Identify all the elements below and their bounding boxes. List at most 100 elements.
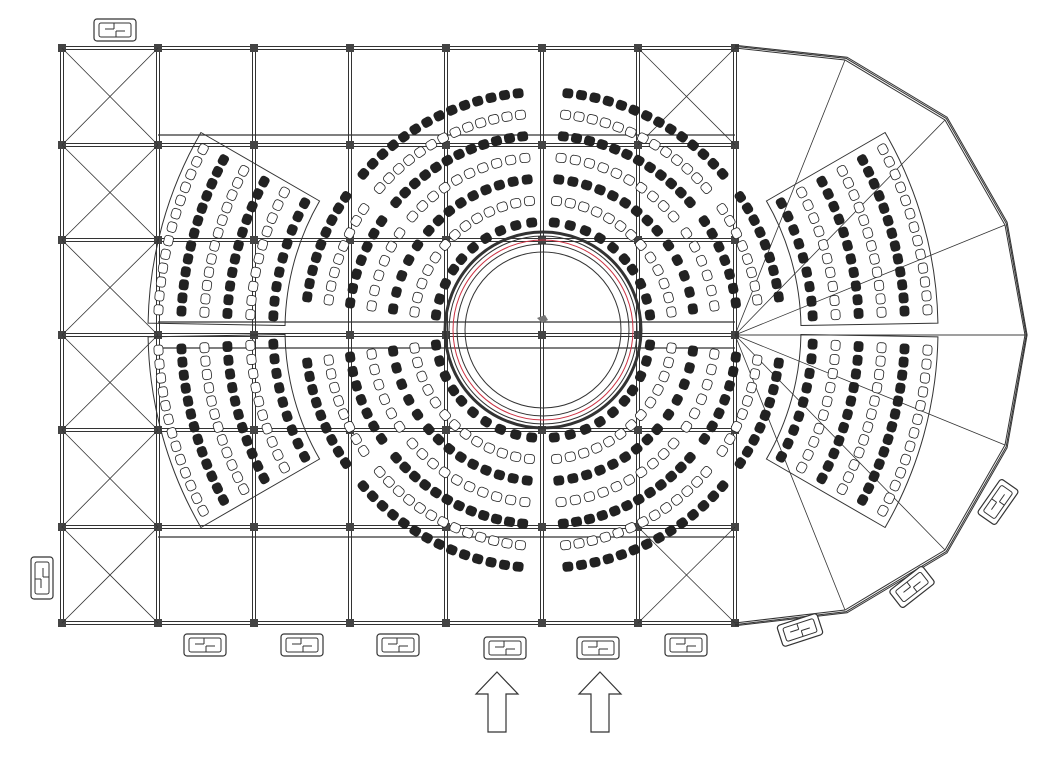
seat bbox=[570, 133, 583, 144]
column bbox=[442, 44, 450, 52]
seat bbox=[817, 239, 829, 251]
seat bbox=[445, 104, 458, 116]
seat bbox=[615, 549, 628, 561]
seat bbox=[357, 445, 370, 457]
seat bbox=[182, 253, 194, 265]
doors bbox=[30, 18, 1019, 660]
seat bbox=[206, 253, 217, 265]
seat bbox=[439, 409, 451, 421]
seat bbox=[848, 189, 860, 201]
seat bbox=[782, 437, 794, 450]
column bbox=[538, 44, 546, 52]
seat bbox=[833, 434, 845, 447]
seat bbox=[201, 190, 213, 202]
seat bbox=[286, 424, 298, 436]
seat bbox=[608, 143, 621, 155]
seat bbox=[403, 154, 415, 166]
seat bbox=[462, 121, 474, 133]
brace bbox=[637, 47, 736, 146]
seat bbox=[443, 443, 456, 455]
seat bbox=[510, 429, 522, 440]
seat bbox=[369, 284, 380, 297]
seat bbox=[662, 239, 675, 252]
seat bbox=[419, 479, 432, 491]
seat bbox=[596, 509, 609, 521]
seat bbox=[329, 266, 340, 279]
column bbox=[250, 426, 258, 434]
seat bbox=[644, 339, 656, 351]
seat bbox=[615, 99, 628, 111]
seat bbox=[856, 494, 869, 506]
seat bbox=[350, 433, 362, 445]
seat bbox=[850, 280, 862, 292]
seat bbox=[730, 227, 743, 240]
seat bbox=[397, 517, 410, 529]
seat bbox=[663, 356, 674, 369]
seat bbox=[250, 266, 261, 279]
seat bbox=[676, 517, 689, 529]
seat bbox=[378, 254, 391, 267]
seat bbox=[258, 175, 270, 188]
seat bbox=[667, 437, 680, 450]
seat bbox=[185, 479, 197, 492]
seat bbox=[385, 407, 398, 420]
seat bbox=[897, 279, 908, 291]
seat bbox=[238, 483, 250, 496]
seat bbox=[455, 394, 468, 407]
seat bbox=[912, 413, 923, 426]
seat bbox=[206, 177, 218, 190]
seat bbox=[583, 513, 596, 525]
seat bbox=[618, 394, 631, 407]
seat bbox=[821, 252, 833, 265]
seat bbox=[166, 221, 178, 233]
seat bbox=[366, 300, 377, 312]
seat bbox=[248, 280, 259, 293]
seat bbox=[701, 269, 713, 282]
seat bbox=[467, 406, 479, 419]
seat bbox=[519, 152, 531, 164]
seat bbox=[250, 381, 261, 394]
seat bbox=[564, 197, 576, 209]
seat bbox=[687, 303, 699, 315]
seat bbox=[607, 190, 619, 202]
seat bbox=[579, 423, 592, 435]
seat bbox=[687, 139, 699, 152]
seat bbox=[430, 339, 442, 351]
seat bbox=[895, 181, 907, 194]
column bbox=[346, 523, 354, 531]
seat bbox=[421, 116, 433, 128]
column bbox=[634, 331, 642, 339]
seat bbox=[437, 516, 449, 528]
seat bbox=[657, 448, 670, 460]
seat bbox=[433, 110, 446, 122]
seat bbox=[594, 464, 606, 476]
seat bbox=[569, 154, 581, 166]
seat bbox=[257, 409, 269, 421]
seat bbox=[387, 345, 399, 357]
seat bbox=[447, 263, 460, 276]
seat bbox=[174, 453, 186, 466]
seat bbox=[203, 382, 215, 394]
seat bbox=[409, 306, 420, 318]
seat bbox=[684, 286, 695, 298]
seat bbox=[825, 266, 836, 279]
seat bbox=[730, 351, 741, 363]
seat bbox=[801, 382, 813, 394]
seat bbox=[185, 408, 197, 420]
door-gap bbox=[903, 581, 921, 593]
seat bbox=[465, 505, 478, 517]
seat bbox=[507, 176, 519, 187]
seat bbox=[425, 139, 438, 151]
seat bbox=[339, 457, 352, 469]
seat bbox=[836, 164, 848, 177]
seat bbox=[842, 176, 855, 189]
seat bbox=[387, 139, 399, 152]
seat bbox=[396, 378, 408, 391]
seat bbox=[575, 89, 588, 101]
seat bbox=[623, 174, 636, 186]
door-frame bbox=[664, 633, 708, 657]
seat bbox=[514, 540, 526, 551]
seat bbox=[390, 451, 402, 464]
seat bbox=[474, 531, 487, 543]
seat bbox=[793, 237, 805, 250]
